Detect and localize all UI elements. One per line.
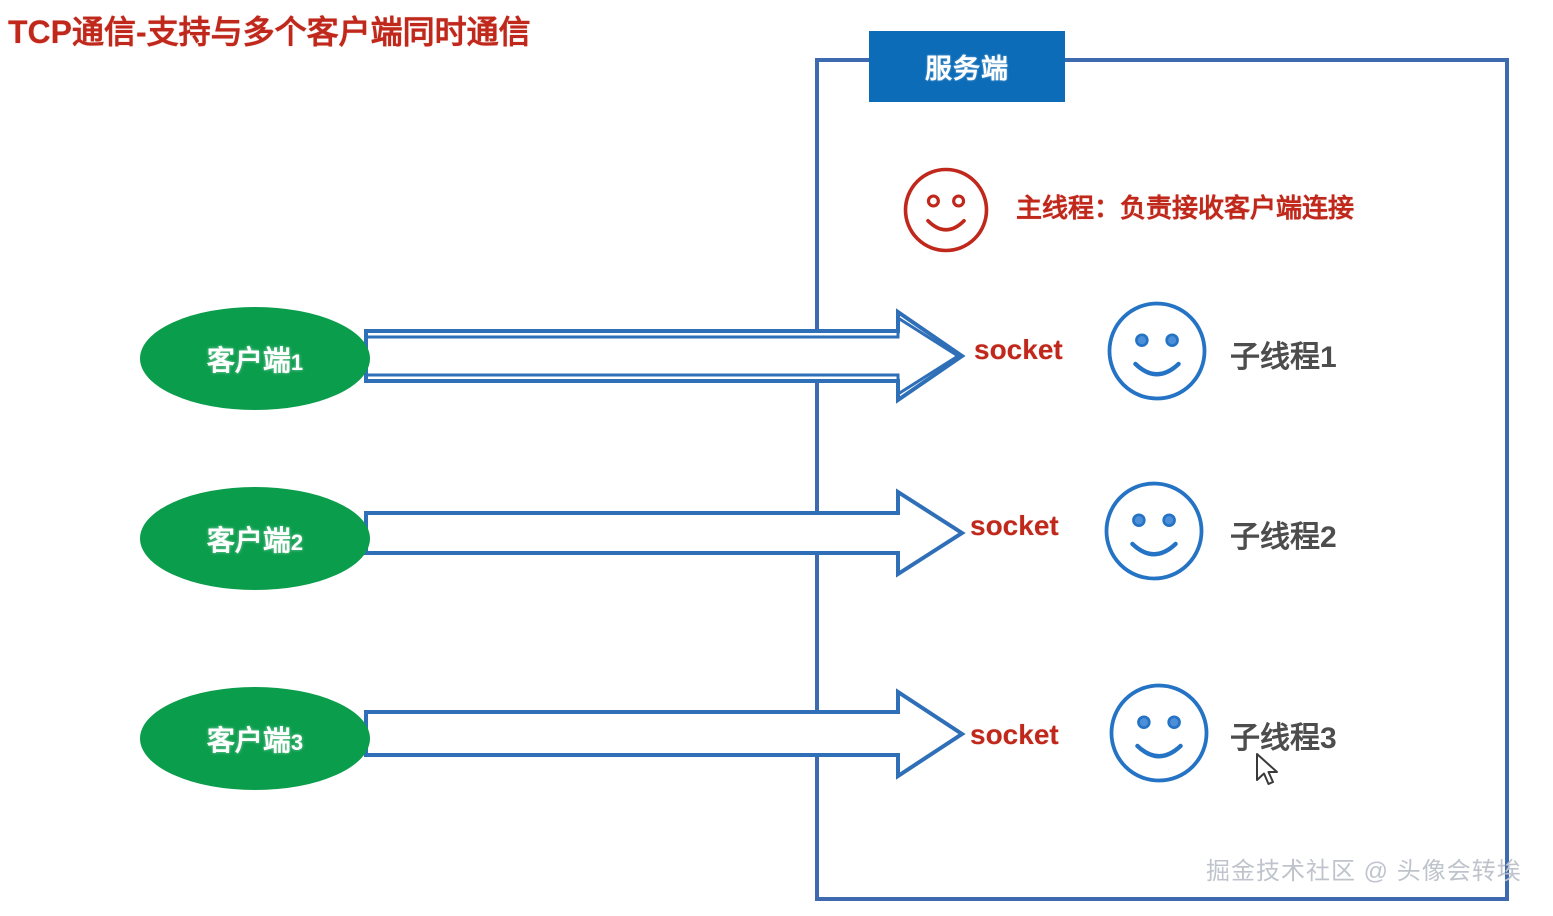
server-badge: 服务端 — [869, 31, 1065, 102]
main-thread-label: 主线程：负责接收客户端连接 — [1016, 193, 1355, 223]
client-label-1: 客户端1 — [206, 344, 304, 376]
page-title: TCP通信-支持与多个客户端同时通信 — [8, 14, 531, 50]
socket-label-3: socket — [970, 719, 1059, 750]
socket-label-1: socket — [974, 334, 1063, 365]
mouse-pointer-icon — [1254, 752, 1282, 790]
smiley-face-blue-icon — [1100, 477, 1208, 585]
client-node-3[interactable]: 客户端3 — [140, 687, 370, 790]
sub-thread-label-3: 子线程3 — [1230, 722, 1337, 755]
watermark: 掘金技术社区 @ 头像会转埃 — [1206, 858, 1522, 885]
smiley-face-red-icon — [901, 165, 991, 255]
server-boundary-frame — [815, 58, 1509, 901]
client-label-2: 客户端2 — [206, 524, 304, 556]
socket-label-2: socket — [970, 510, 1059, 541]
smiley-face-blue-icon — [1105, 679, 1213, 787]
server-badge-label: 服务端 — [925, 54, 1009, 84]
client-node-1[interactable]: 客户端1 — [140, 307, 370, 410]
sub-thread-label-2: 子线程2 — [1230, 521, 1337, 554]
client-label-3: 客户端3 — [206, 724, 304, 756]
sub-thread-label-1: 子线程1 — [1230, 341, 1337, 374]
smiley-face-blue-icon — [1103, 297, 1211, 405]
client-node-2[interactable]: 客户端2 — [140, 487, 370, 590]
